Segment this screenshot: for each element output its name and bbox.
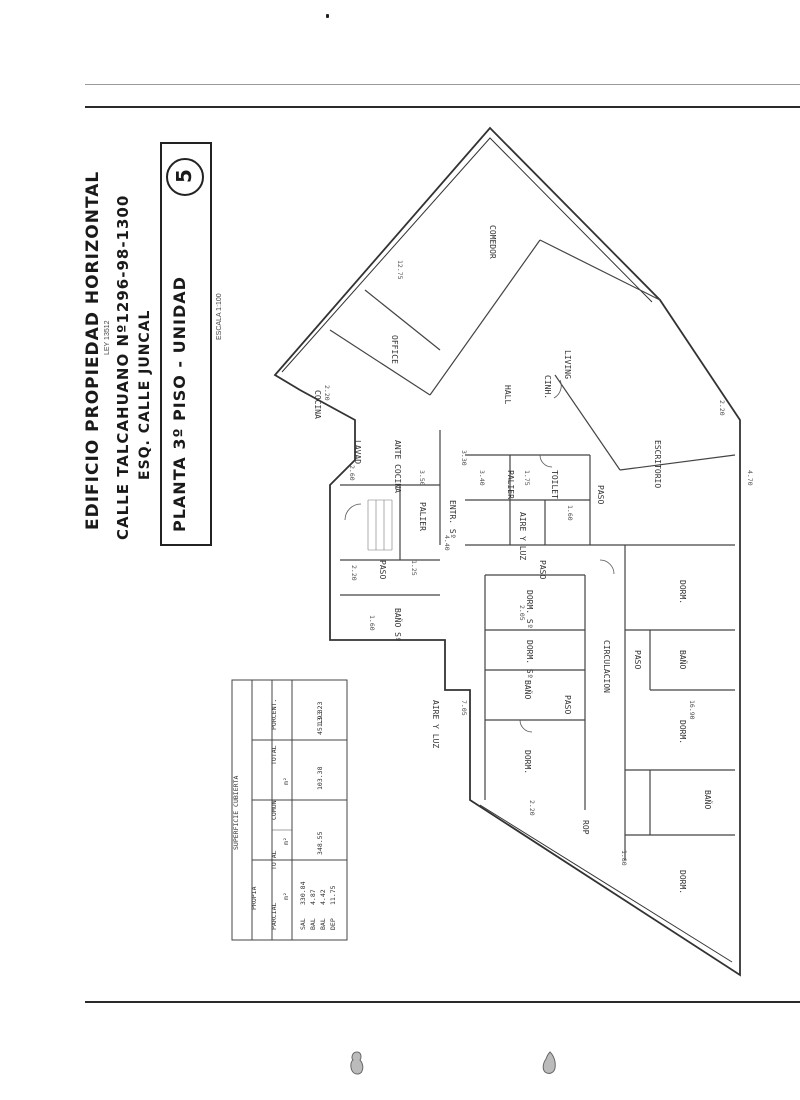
room-aire-luz-small: AIRE Y LUZ (518, 512, 527, 560)
dim-15: 2.05 (518, 605, 526, 621)
dim-11: 1.60 (368, 615, 376, 631)
dim-17: 1.80 (620, 850, 628, 866)
binder-hole-left (350, 1051, 364, 1075)
table-unit-1: m² (282, 892, 290, 900)
room-paso1: PASO (538, 560, 547, 579)
table-col-total: TOTAL (270, 850, 278, 870)
dim-3: 2.20 (718, 400, 726, 416)
room-dorm3: DORM. (678, 720, 687, 744)
room-bano1: BAÑO (523, 680, 533, 699)
binder-hole-right (542, 1051, 556, 1074)
room-office: OFFICE (390, 335, 399, 364)
table-row-label: DEP (329, 918, 337, 930)
room-dorm-s2: DORM. Sº (525, 640, 534, 679)
ink-dot (326, 14, 329, 18)
room-dorm4: DORM. (678, 870, 687, 894)
room-bano2: BAÑO (678, 650, 688, 669)
room-comedor: COMEDOR (488, 225, 497, 259)
door-swings (344, 379, 615, 733)
table-unit-3: m² (282, 777, 290, 785)
room-palier-serv: PALIER (418, 502, 427, 531)
room-entr: ENTR. Sº (448, 500, 457, 539)
table-row-parcial: 11.75 (329, 885, 337, 905)
room-aire-luz: AIRE Y LUZ (431, 700, 440, 748)
dim-10: 2.20 (350, 565, 358, 581)
room-paso3: PASO (563, 695, 572, 714)
table-row-label: SAL (299, 918, 307, 930)
room-paso4: PASO (633, 650, 642, 669)
top-thick-rule (85, 106, 800, 108)
table-col-porcent: PORCENT. (270, 699, 278, 730)
table-row-parcial: 4.42 (319, 889, 327, 905)
room-dorm1: DORM. (523, 750, 532, 774)
room-circulacion: CIRCULACION (602, 640, 611, 693)
room-bano3: BAÑO (703, 790, 713, 809)
table-propia-total: 348.55 (316, 831, 324, 855)
stair-hatch (367, 499, 393, 551)
table-row-parcial: 4.87 (309, 889, 317, 905)
dim-2: 2.20 (323, 385, 331, 401)
room-palier: PALIER (506, 470, 515, 499)
interior-walls (329, 239, 736, 860)
room-dorm-s1: DORM. Sº (525, 590, 534, 629)
dim-5: 3.40 (478, 470, 486, 486)
table-unit-2: m² (282, 837, 290, 845)
table-comun: 103.38 (316, 766, 324, 790)
room-hall: HALL (503, 385, 512, 404)
room-escritorio: ESCRITORIO (653, 440, 662, 488)
dim-6: 1.75 (523, 470, 531, 486)
dim-12: 1.25 (410, 560, 418, 576)
dim-16: 7.05 (460, 700, 468, 716)
table-row-label: BAL (309, 918, 317, 930)
dim-18: 2.20 (528, 800, 536, 816)
outer-walls (273, 126, 741, 977)
dim-19: 4.40 (443, 535, 451, 551)
table-row-label: BAL (319, 918, 327, 930)
table-col-parcial: PARCIAL (270, 903, 278, 930)
bottom-rule (85, 1001, 800, 1003)
dim-8: 3.30 (460, 450, 468, 466)
dim-13: 3.50 (418, 470, 426, 486)
table-col-comun: COMUN (270, 800, 278, 820)
dim-4: 4.70 (746, 470, 754, 486)
superficie-table (231, 679, 348, 941)
room-paso2: PASO (596, 485, 605, 504)
dim-14: 16.90 (688, 700, 696, 720)
room-bano-s: BAÑO Sº (393, 608, 403, 642)
planta-box (160, 142, 212, 546)
room-living: LIVING (563, 350, 572, 379)
room-pasillo: PASO (378, 560, 387, 579)
room-toilet: TOILET (550, 470, 559, 499)
room-dorm2: DORM. (678, 580, 687, 604)
room-lavad: LAVAD (353, 440, 362, 464)
table-row-parcial: 330.84 (299, 881, 307, 905)
dim-9: 2.60 (348, 465, 356, 481)
room-cinh: CINH. (543, 375, 552, 399)
room-ropero: ROP (581, 820, 590, 835)
table-col-total2: TOTAL (270, 745, 278, 765)
dim-1: 12.75 (396, 260, 404, 280)
table-header: SUPERFICIE CUBIERTA (232, 776, 240, 850)
dim-7: 1.60 (566, 505, 574, 521)
top-thin-rule (85, 84, 800, 85)
room-ante-cocina: ANTE COCINA (393, 440, 402, 493)
room-cocina: COCINA (313, 390, 322, 419)
table-total: 451.93 (316, 711, 324, 735)
table-group-propia: PROPIA (250, 886, 258, 910)
unit-number-circle (166, 158, 204, 196)
table-porcentaje: 13.323 (316, 701, 324, 725)
